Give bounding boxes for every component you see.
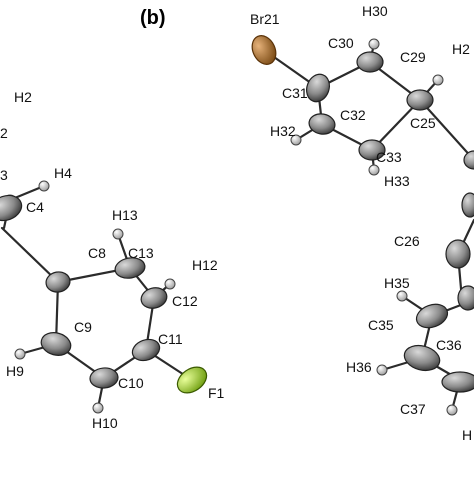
atom-h9 [14,348,26,360]
label-27: C26 [394,233,420,249]
label-18: C30 [328,35,354,51]
label-33: H [462,427,472,443]
label-26: H33 [384,173,410,189]
label-21: C31 [282,85,308,101]
atom-c8 [45,271,71,293]
label-7: C13 [128,245,154,261]
atom-c-edge-3 [457,285,474,311]
atom-h36 [376,364,388,376]
label-28: H35 [384,275,410,291]
atoms-left-molecule [0,180,208,414]
atom-br21 [251,35,277,65]
atom-c12 [140,287,168,309]
label-20: H2 [452,41,470,57]
atom-c29 [406,89,434,111]
panel-label: (b) [140,7,166,29]
label-31: H36 [346,359,372,375]
atom-c-edge [463,150,474,170]
atom-c32 [308,113,336,135]
label-15: H10 [92,415,118,431]
label-24: C32 [340,107,366,123]
atom-h30 [368,38,380,50]
label-12: H9 [6,363,24,379]
label-5: H13 [112,207,138,223]
atom-c36 [403,344,441,372]
label-32: C37 [400,401,426,417]
label-13: C10 [118,375,144,391]
label-3: H4 [54,165,72,181]
atom-h13 [112,228,124,240]
atom-h35 [396,290,408,302]
atom-c11 [131,338,161,362]
label-16: Br21 [250,11,280,27]
label-25: C33 [376,149,402,165]
atom-c-edge-2 [461,192,474,218]
label-29: C35 [368,317,394,333]
atoms-right-molecule [251,35,474,416]
atom-h33 [368,164,380,176]
atom-c37 [441,371,474,393]
label-1: 2 [0,125,8,141]
atom-c33 [358,139,386,161]
atom-c13 [114,257,146,279]
label-10: C9 [74,319,92,335]
atom-c31 [306,73,330,103]
label-22: C25 [410,115,436,131]
label-6: C8 [88,245,106,261]
atom-f1 [176,366,208,394]
label-14: F1 [208,385,225,401]
atom-c30 [356,51,384,73]
atom-c10 [89,367,119,389]
atom-h12 [164,278,176,290]
atom-h29 [432,74,444,86]
label-9: C12 [172,293,198,309]
atom-labels: (b) H2 2 3 H4 C4 H13 C8 C13 H12 C12 C9 C… [0,3,472,443]
label-17: H30 [362,3,388,19]
label-4: C4 [26,199,44,215]
label-30: C36 [436,337,462,353]
label-8: H12 [192,257,218,273]
atom-h37 [446,404,458,416]
label-23: H32 [270,123,296,139]
atom-h10 [92,402,104,414]
atom-c35 [415,303,449,329]
label-11: C11 [158,331,183,347]
label-2: 3 [0,167,8,183]
label-0: H2 [14,89,32,105]
atom-c4 [0,194,23,222]
atom-h32 [290,134,302,146]
label-19: C29 [400,49,426,65]
atom-c26 [445,239,471,269]
atom-h4 [38,180,50,192]
atom-c9 [40,332,72,356]
